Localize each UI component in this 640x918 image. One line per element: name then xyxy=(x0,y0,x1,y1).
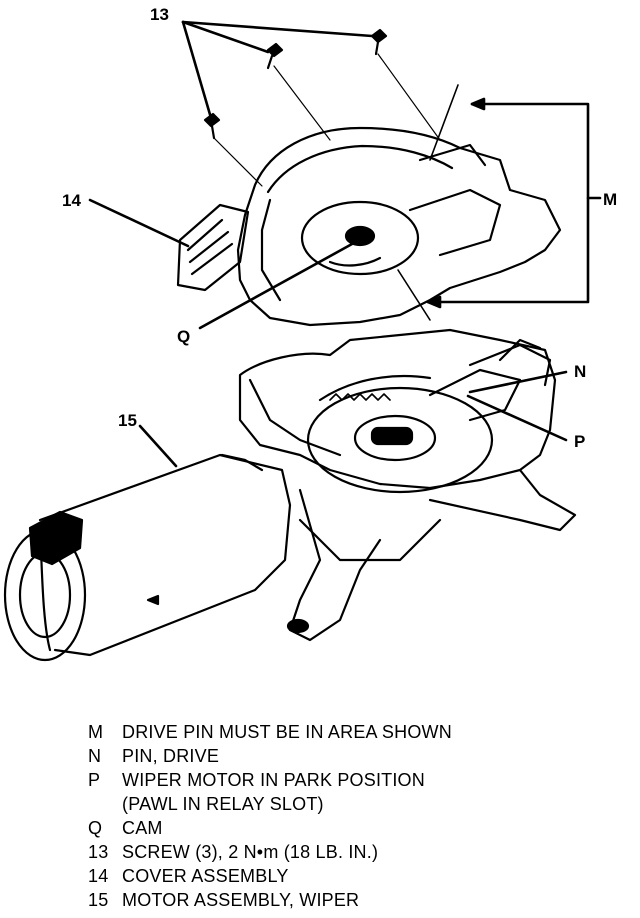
leader-Q xyxy=(198,242,354,330)
legend-text: PIN, DRIVE xyxy=(122,746,220,766)
callout-13: 13 xyxy=(150,5,169,24)
legend-key: 13 xyxy=(88,842,109,862)
legend-text: SCREW (3), 2 N•m (18 LB. IN.) xyxy=(122,842,379,862)
screw-top-left xyxy=(266,42,284,70)
legend-text: COVER ASSEMBLY xyxy=(122,866,289,886)
leader-P xyxy=(466,394,568,442)
callout-15: 15 xyxy=(118,411,137,430)
legend-key: M xyxy=(88,722,104,742)
legend-row-P-continued: (PAWL IN RELAY SLOT) xyxy=(88,792,628,816)
legend-key: Q xyxy=(88,818,103,838)
legend-row-15: 15 MOTOR ASSEMBLY, WIPER xyxy=(88,888,628,912)
legend-row-M: M DRIVE PIN MUST BE IN AREA SHOWN xyxy=(88,720,628,744)
motor-body xyxy=(3,453,292,662)
screw-top-right xyxy=(370,28,388,56)
cover-assembly xyxy=(176,84,562,327)
legend-text: (PAWL IN RELAY SLOT) xyxy=(122,794,324,814)
callout-P: P xyxy=(574,432,585,451)
gearbox-housing xyxy=(238,328,577,642)
legend-row-13: 13 SCREW (3), 2 N•m (18 LB. IN.) xyxy=(88,840,628,864)
legend-key: 15 xyxy=(88,890,109,910)
screw-guide-lines xyxy=(213,53,441,187)
legend-key: P xyxy=(88,770,101,790)
legend-row-P: P WIPER MOTOR IN PARK POSITION xyxy=(88,768,628,792)
callout-Q: Q xyxy=(177,327,190,346)
callout-M: M xyxy=(603,190,617,209)
legend-text: MOTOR ASSEMBLY, WIPER xyxy=(122,890,360,910)
leader-13 xyxy=(181,20,374,120)
wiper-motor-diagram: 13 14 M Q N 15 P xyxy=(3,5,617,662)
legend: M DRIVE PIN MUST BE IN AREA SHOWN N PIN,… xyxy=(88,720,628,912)
leader-14 xyxy=(88,198,190,248)
legend-row-14: 14 COVER ASSEMBLY xyxy=(88,864,628,888)
callout-N: N xyxy=(574,362,586,381)
legend-key: 14 xyxy=(88,866,109,886)
legend-text: WIPER MOTOR IN PARK POSITION xyxy=(122,770,425,790)
legend-key xyxy=(88,792,122,816)
leader-15 xyxy=(138,424,178,468)
legend-row-N: N PIN, DRIVE xyxy=(88,744,628,768)
callout-14: 14 xyxy=(62,191,81,210)
bracket-M xyxy=(426,97,602,309)
leader-N xyxy=(468,370,568,394)
legend-key: N xyxy=(88,746,102,766)
legend-row-Q: Q CAM xyxy=(88,816,628,840)
legend-text: CAM xyxy=(122,818,163,838)
legend-text: DRIVE PIN MUST BE IN AREA SHOWN xyxy=(122,722,452,742)
